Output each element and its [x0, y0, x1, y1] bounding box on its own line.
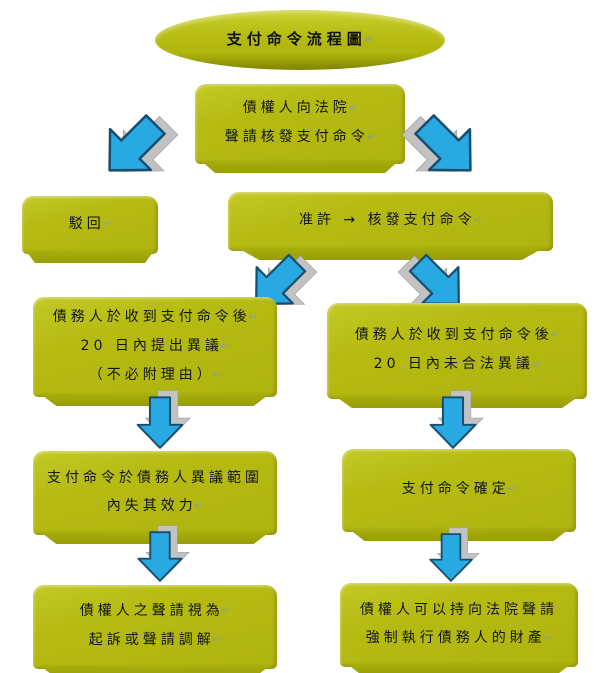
node-line-text: 20 日內未合法異議 [373, 356, 534, 372]
down-arrow-icon [131, 525, 190, 583]
node-line-text: 起訴或聲請調解 [88, 632, 215, 648]
node-enforcement: 債權人可以持向法院聲請 強制執行債務人的財產↵ [340, 583, 578, 673]
node-line-text: 支付命令於債務人異議範圍 [47, 469, 263, 486]
node-line-text: 債權人向法院 [242, 100, 351, 116]
down-arrow-icon [424, 390, 484, 450]
node-line-text: 駁回 [68, 215, 105, 232]
node-line-text: 強制執行債務人的財產 [365, 629, 546, 646]
node-grant: 准許 → 核發支付命令↵ [228, 192, 553, 260]
down-left-arrow-icon [97, 111, 179, 183]
node-deemed-lawsuit: 債權人之聲請視為↵ 起訴或聲請調解↵ [33, 585, 277, 673]
paragraph-mark: ↵ [507, 484, 517, 495]
node-no-objection: 債務人於收到支付命令後↵ 20 日內未合法異議↵ [327, 303, 587, 408]
node-invalidated: 支付命令於債務人異議範圍 內失其效力↵ [33, 451, 277, 544]
node-title-ellipse: 支付命令流程圖↵ [155, 10, 445, 70]
paragraph-mark: ↵ [543, 632, 553, 644]
paragraph-mark: ↵ [366, 132, 376, 143]
node-finalized: 支付命令確定↵ [342, 449, 576, 541]
paragraph-mark: ↵ [348, 103, 358, 114]
node-apply: 債權人向法院↵ 聲請核發支付命令↵ [195, 84, 405, 173]
paragraph-mark: ↵ [194, 500, 204, 512]
paragraph-mark: ↵ [248, 311, 258, 323]
paragraph-mark: ↵ [473, 215, 483, 226]
paragraph-mark: ↵ [212, 369, 222, 381]
node-reject: 駁回↵ [22, 196, 158, 263]
paragraph-mark: ↵ [212, 635, 222, 646]
node-line-text: 債權人可以持向法院聲請 [360, 601, 558, 618]
node-objection: 債務人於收到支付命令後↵ 20 日內提出異議↵ （不必附理由）↵ [33, 297, 277, 406]
down-right-arrow-icon [401, 111, 483, 183]
paragraph-mark: ↵ [221, 606, 231, 617]
node-line-text: 內失其效力 [106, 497, 197, 514]
node-line-text: （不必附理由） [88, 366, 215, 383]
paragraph-mark: ↵ [550, 330, 560, 341]
node-line-text: 支付命令確定 [401, 481, 510, 497]
paragraph-mark: ↵ [364, 35, 374, 46]
node-line-text: 聲請核發支付命令 [224, 129, 369, 145]
down-right-arrow-icon [397, 251, 470, 315]
page-title: 支付命令流程圖↵ [227, 25, 373, 55]
node-line-text: 債務人於收到支付命令後 [52, 308, 251, 325]
node-line-text: 准許 → 核發支付命令 [298, 212, 476, 228]
node-line-text: 債務人於收到支付命令後 [354, 327, 553, 343]
down-arrow-icon [422, 527, 480, 583]
paragraph-mark: ↵ [531, 359, 541, 370]
paragraph-mark: ↵ [102, 218, 112, 230]
node-line-text: 債權人之聲請視為 [79, 603, 224, 619]
node-line-text: 20 日內提出異議 [80, 337, 223, 354]
paragraph-mark: ↵ [220, 340, 230, 352]
down-arrow-icon [131, 390, 191, 450]
page-title-text: 支付命令流程圖 [226, 30, 367, 48]
